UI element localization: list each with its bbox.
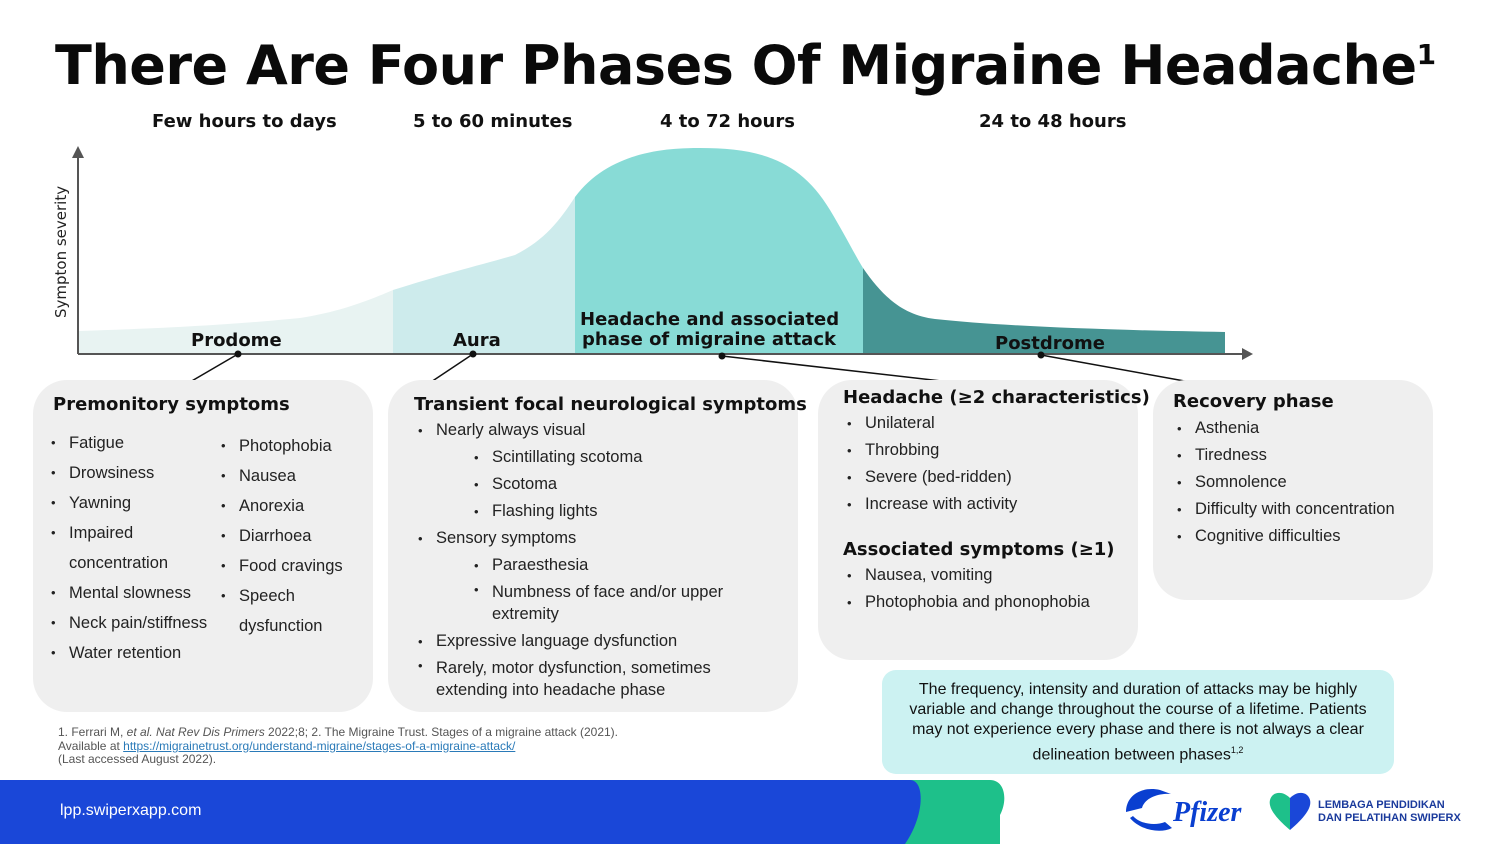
- list-item: Asthenia: [1173, 415, 1433, 442]
- associated-symptoms-title: Associated symptoms (≥1): [843, 539, 1115, 560]
- postdrome-card: Recovery phase Asthenia Tiredness Somnol…: [1153, 380, 1433, 600]
- list-item: Anorexia: [217, 491, 357, 521]
- list-item: Yawning: [47, 488, 217, 518]
- phase-label-aura: Aura: [453, 330, 501, 351]
- list-item: Paraesthesia: [414, 552, 784, 579]
- ref-1-author: 1. Ferrari M,: [58, 725, 127, 739]
- pfizer-logo-text: Pfizer: [1173, 797, 1242, 828]
- aura-region: [393, 197, 575, 354]
- ref-last-accessed: (Last accessed August 2022).: [58, 752, 217, 766]
- duration-prodome: Few hours to days: [152, 111, 337, 132]
- prodome-card-title: Premonitory symptoms: [53, 394, 290, 415]
- list-item: Mental slowness: [47, 578, 217, 608]
- postdrome-card-title: Recovery phase: [1173, 391, 1334, 412]
- list-item: Food cravings: [217, 551, 357, 581]
- list-item: Drowsiness: [47, 458, 217, 488]
- list-item: Scintillating scotoma: [414, 444, 784, 471]
- footer-url[interactable]: lpp.swiperxapp.com: [60, 802, 202, 819]
- list-item: Sensory symptoms: [414, 525, 784, 552]
- list-item: Fatigue: [47, 428, 217, 458]
- list-item: Photophobia and phonophobia: [843, 589, 1133, 616]
- headache-region: [575, 148, 863, 354]
- postdrome-connector: [1040, 354, 1191, 383]
- list-item: Difficulty with concentration: [1173, 496, 1433, 523]
- ref-1-rest: 2022;8; 2. The Migraine Trust. Stages of…: [264, 725, 619, 739]
- y-axis-label: Sympton severity: [52, 186, 70, 318]
- list-item: Impaired concentration: [47, 518, 179, 578]
- headache-card-title: Headache (≥2 characteristics): [843, 387, 1150, 408]
- prodome-connector: [189, 353, 239, 383]
- list-item: Nausea, vomiting: [843, 562, 1133, 589]
- ref-1-journal: et al. Nat Rev Dis Primers: [126, 725, 265, 739]
- list-item: Cognitive difficulties: [1173, 523, 1433, 550]
- list-item: Photophobia: [217, 431, 357, 461]
- lpp-logo-line1: LEMBAGA PENDIDIKAN: [1318, 799, 1445, 811]
- ref-available-at: Available at: [58, 738, 124, 753]
- associated-symptoms-list: Nausea, vomiting Photophobia and phonoph…: [843, 562, 1133, 616]
- list-item: Expressive language dysfunction: [414, 628, 784, 655]
- list-item: Water retention: [47, 638, 217, 668]
- lpp-logo-line2: DAN PELATIHAN SWIPERX: [1318, 812, 1461, 824]
- x-axis-arrow: [1242, 348, 1253, 360]
- postdrome-region: [863, 268, 1225, 354]
- page-title: There Are Four Phases Of Migraine Headac…: [55, 34, 1436, 97]
- list-item: Tiredness: [1173, 442, 1433, 469]
- prodome-list-col1: Fatigue Drowsiness Yawning Impaired conc…: [47, 428, 217, 668]
- variability-note: The frequency, intensity and duration of…: [882, 670, 1394, 774]
- list-item: Nausea: [217, 461, 357, 491]
- duration-aura: 5 to 60 minutes: [413, 111, 573, 132]
- phase-label-headache: Headache and associated phase of migrain…: [580, 309, 840, 350]
- prodome-card: Premonitory symptoms Fatigue Drowsiness …: [33, 380, 373, 712]
- list-item: Unilateral: [843, 410, 1133, 437]
- list-item: Numbness of face and/or upper extremity: [414, 579, 784, 628]
- list-item: Increase with activity: [843, 491, 1133, 518]
- headache-list: Unilateral Throbbing Severe (bed-ridden)…: [843, 410, 1133, 518]
- note-sup: 1,2: [1230, 745, 1244, 755]
- aura-card: Transient focal neurological symptoms Ne…: [388, 380, 807, 712]
- prodome-region: [78, 290, 393, 354]
- list-item: Flashing lights: [414, 498, 784, 525]
- pfizer-logo-icon: [1126, 789, 1172, 831]
- list-item: Nearly always visual: [414, 417, 784, 444]
- list-item: Diarrhoea: [217, 521, 357, 551]
- prodome-list-col2: Photophobia Nausea Anorexia Diarrhoea Fo…: [217, 431, 357, 641]
- headache-connector: [721, 355, 951, 383]
- phase-label-postdrome: Postdrome: [995, 333, 1105, 354]
- postdrome-list: Asthenia Tiredness Somnolence Difficulty…: [1173, 415, 1433, 550]
- references: 1. Ferrari M, et al. Nat Rev Dis Primers…: [58, 725, 619, 767]
- reference-link[interactable]: https://migrainetrust.org/understand-mig…: [123, 738, 516, 753]
- footer-blue-wave: [0, 780, 921, 844]
- phase-label-headache-line2: phase of migraine attack: [582, 329, 836, 350]
- list-item: Somnolence: [1173, 469, 1433, 496]
- duration-headache: 4 to 72 hours: [660, 111, 795, 132]
- phase-label-prodome: Prodome: [191, 330, 282, 351]
- list-item: Speech dysfunction: [217, 581, 339, 641]
- y-axis-arrow: [72, 146, 84, 158]
- list-item: Neck pain/stiffness: [47, 608, 217, 638]
- lpp-logo-text: LEMBAGA PENDIDIKAN DAN PELATIHAN SWIPERX: [1318, 799, 1461, 825]
- list-item: Throbbing: [843, 437, 1133, 464]
- lpp-heart-logo-icon: [1269, 792, 1311, 830]
- headache-card: Headache (≥2 characteristics) Unilateral…: [818, 380, 1150, 660]
- duration-postdrome: 24 to 48 hours: [979, 111, 1127, 132]
- list-item: Scotoma: [414, 471, 784, 498]
- aura-list: Nearly always visual Scintillating scoto…: [414, 417, 784, 704]
- phase-label-headache-line1: Headache and associated: [580, 309, 840, 330]
- aura-card-title: Transient focal neurological symptoms: [414, 394, 807, 415]
- note-text: The frequency, intensity and duration of…: [909, 681, 1367, 764]
- list-item: Severe (bed-ridden): [843, 464, 1133, 491]
- list-item: Rarely, motor dysfunction, sometimes ext…: [414, 655, 784, 704]
